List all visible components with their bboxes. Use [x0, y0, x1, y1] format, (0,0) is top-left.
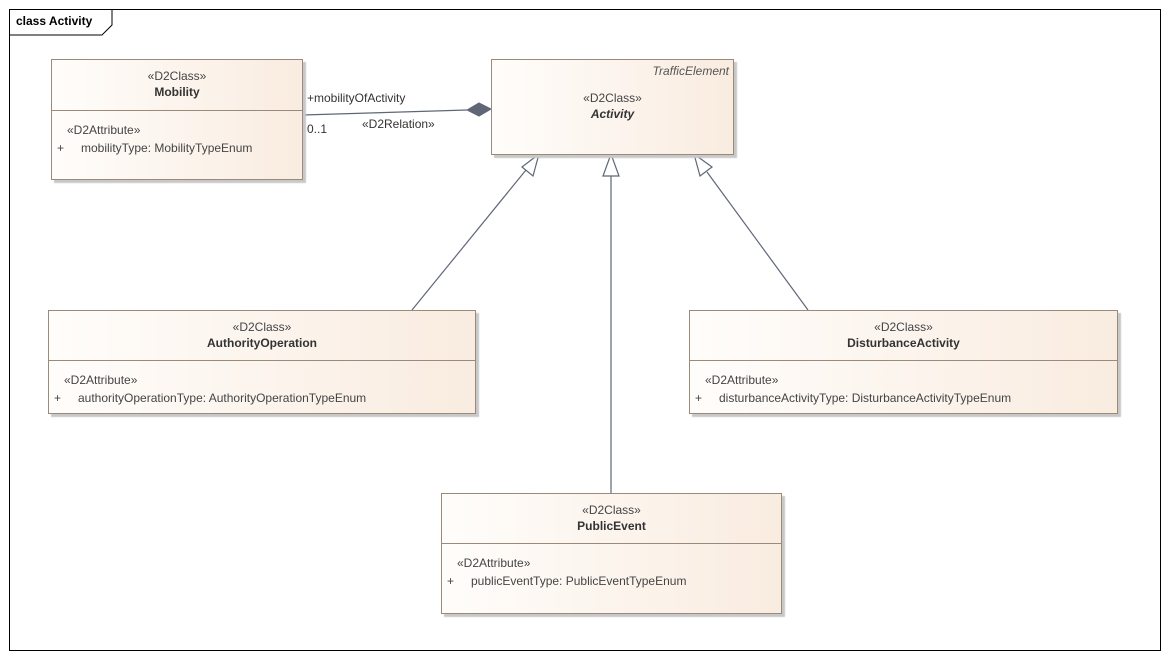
attribute-row[interactable]: + authorityOperationType: AuthorityOpera… [54, 389, 475, 407]
association-line [302, 109, 468, 116]
attribute-text: publicEventType: PublicEventTypeEnum [471, 574, 687, 588]
attribute-text: mobilityType: MobilityTypeEnum [81, 141, 253, 155]
association-stereotype-label: «D2Relation» [362, 117, 435, 131]
stereotype-label: «D2Class» [583, 91, 642, 105]
visibility-marker: + [54, 391, 62, 405]
attribute-stereotype: «D2Attribute» [64, 373, 138, 387]
class-name: Mobility [154, 85, 200, 99]
class-authority-operation[interactable]: «D2Class» AuthorityOperation «D2Attribut… [48, 310, 476, 414]
class-name: PublicEvent [577, 519, 646, 533]
class-header: «D2Class» Mobility [52, 60, 302, 111]
generalization-arrow-authority [521, 152, 541, 178]
class-disturbance-activity[interactable]: «D2Class» DisturbanceActivity «D2Attribu… [689, 310, 1118, 414]
generalization-arrow-publicevent [602, 152, 620, 177]
attribute-stereotype: «D2Attribute» [705, 373, 779, 387]
visibility-marker: + [57, 141, 65, 155]
class-header: «D2Class» Activity [492, 91, 733, 122]
attribute-compartment: «D2Attribute» + disturbanceActivityType:… [690, 361, 1117, 407]
association-multiplicity-label: 0..1 [307, 122, 328, 136]
parent-class-label: TrafficElement [652, 64, 729, 78]
stereotype-label: «D2Class» [582, 503, 641, 517]
diagram-frame: class Activity [9, 9, 1161, 651]
class-name: DisturbanceActivity [847, 336, 960, 350]
class-header: «D2Class» DisturbanceActivity [690, 311, 1117, 361]
class-public-event[interactable]: «D2Class» PublicEvent «D2Attribute» + pu… [441, 493, 782, 614]
attribute-stereotype: «D2Attribute» [67, 123, 141, 137]
composition-diamond [465, 102, 493, 117]
class-mobility[interactable]: «D2Class» Mobility «D2Attribute» + mobil… [51, 59, 303, 180]
frame-title: class Activity [16, 14, 93, 28]
attribute-row[interactable]: + mobilityType: MobilityTypeEnum [57, 139, 302, 157]
class-name: Activity [590, 107, 635, 121]
visibility-marker: + [695, 391, 703, 405]
attribute-text: disturbanceActivityType: DisturbanceActi… [719, 391, 1012, 405]
attribute-row[interactable]: + disturbanceActivityType: DisturbanceAc… [695, 389, 1117, 407]
stereotype-label: «D2Class» [232, 320, 292, 334]
generalization-arrow-disturbance [692, 152, 714, 178]
class-name: AuthorityOperation [207, 336, 317, 350]
stereotype-label: «D2Class» [147, 69, 207, 83]
attribute-row[interactable]: + publicEventType: PublicEventTypeEnum [447, 572, 781, 590]
class-header: «D2Class» AuthorityOperation [49, 311, 475, 361]
frame-tab [10, 10, 113, 36]
generalization-line-disturbance [706, 171, 809, 311]
association-role-label: +mobilityOfActivity [307, 91, 406, 105]
attribute-text: authorityOperationType: AuthorityOperati… [78, 391, 367, 405]
class-activity[interactable]: TrafficElement «D2Class» Activity [491, 59, 734, 155]
attribute-compartment: «D2Attribute» + mobilityType: MobilityTy… [52, 111, 302, 157]
class-header: «D2Class» PublicEvent [442, 494, 781, 544]
generalization-line-authority [411, 169, 527, 311]
attribute-stereotype: «D2Attribute» [457, 556, 531, 570]
attribute-compartment: «D2Attribute» + publicEventType: PublicE… [442, 544, 781, 590]
attribute-compartment: «D2Attribute» + authorityOperationType: … [49, 361, 475, 407]
stereotype-label: «D2Class» [874, 320, 933, 334]
visibility-marker: + [447, 574, 455, 588]
